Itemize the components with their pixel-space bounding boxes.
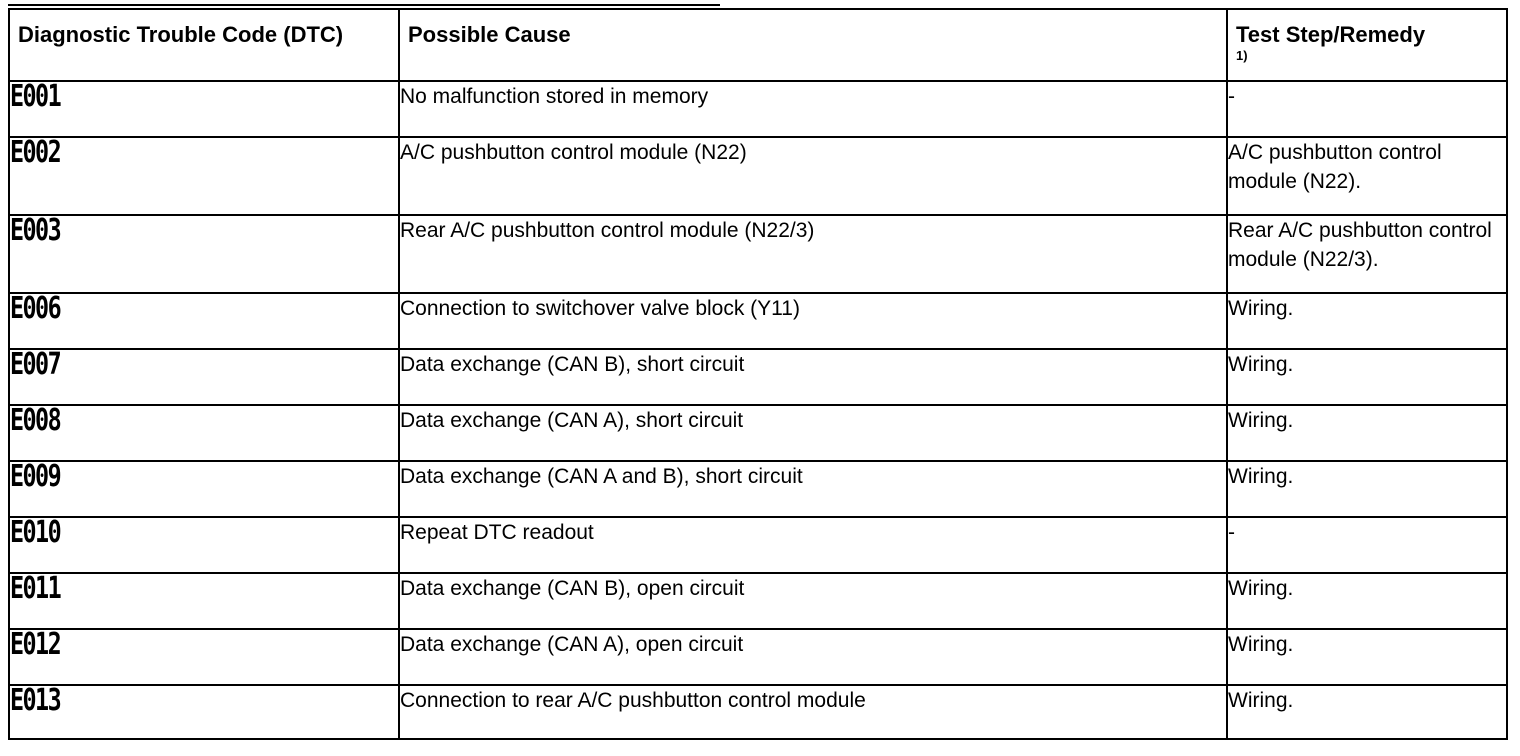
dtc-code: E006	[10, 291, 62, 326]
dtc-code-cell: E009	[8, 460, 398, 516]
dtc-code: E001	[10, 79, 62, 114]
test-step-remedy: Wiring.	[1226, 628, 1508, 684]
dtc-code-cell: E011	[8, 572, 398, 628]
dtc-code: E007	[10, 347, 62, 382]
dtc-code: E010	[10, 515, 62, 550]
dtc-code-cell: E013	[8, 684, 398, 740]
top-rule	[8, 4, 720, 6]
dtc-code: E013	[10, 683, 62, 718]
dtc-code: E009	[10, 459, 62, 494]
header-remedy-footnote: 1)	[1236, 48, 1248, 63]
table-row: E002 A/C pushbutton control module (N22)A…	[8, 136, 1508, 214]
possible-cause: Repeat DTC readout	[398, 516, 1226, 572]
header-remedy-label: Test Step/Remedy	[1236, 22, 1426, 47]
possible-cause: Data exchange (CAN B), open circuit	[398, 572, 1226, 628]
possible-cause: A/C pushbutton control module (N22)	[398, 136, 1226, 214]
dtc-code-cell: E010	[8, 516, 398, 572]
dtc-code: E011	[10, 571, 62, 606]
dtc-code-cell: E006	[8, 292, 398, 348]
test-step-remedy: Rear A/C pushbutton control module (N22/…	[1226, 214, 1508, 292]
test-step-remedy: -	[1226, 516, 1508, 572]
table-row: E010 Repeat DTC readout-	[8, 516, 1508, 572]
table-row: E006 Connection to switchover valve block…	[8, 292, 1508, 348]
dtc-code-cell: E012	[8, 628, 398, 684]
table-row: E013 Connection to rear A/C pushbutton co…	[8, 684, 1508, 740]
dtc-code: E012	[10, 627, 62, 662]
test-step-remedy: A/C pushbutton control module (N22).	[1226, 136, 1508, 214]
dtc-code-cell: E007	[8, 348, 398, 404]
dtc-code-cell: E008	[8, 404, 398, 460]
test-step-remedy: Wiring.	[1226, 684, 1508, 740]
table-row: E008 Data exchange (CAN A), short circuit…	[8, 404, 1508, 460]
possible-cause: Data exchange (CAN B), short circuit	[398, 348, 1226, 404]
dtc-code: E003	[10, 213, 62, 248]
table-row: E003 Rear A/C pushbutton control module (…	[8, 214, 1508, 292]
possible-cause: Data exchange (CAN A), open circuit	[398, 628, 1226, 684]
test-step-remedy: Wiring.	[1226, 404, 1508, 460]
possible-cause: Connection to switchover valve block (Y1…	[398, 292, 1226, 348]
dtc-code-cell: E003	[8, 214, 398, 292]
possible-cause: No malfunction stored in memory	[398, 80, 1226, 136]
header-row: Diagnostic Trouble Code (DTC) Possible C…	[8, 8, 1508, 80]
test-step-remedy: Wiring.	[1226, 572, 1508, 628]
dtc-table: Diagnostic Trouble Code (DTC) Possible C…	[8, 8, 1508, 740]
header-cause: Possible Cause	[398, 8, 1226, 80]
possible-cause: Data exchange (CAN A), short circuit	[398, 404, 1226, 460]
dtc-code: E002	[10, 135, 62, 170]
possible-cause: Data exchange (CAN A and B), short circu…	[398, 460, 1226, 516]
test-step-remedy: Wiring.	[1226, 460, 1508, 516]
dtc-code: E008	[10, 403, 62, 438]
test-step-remedy: -	[1226, 80, 1508, 136]
table-row: E007 Data exchange (CAN B), short circuit…	[8, 348, 1508, 404]
test-step-remedy: Wiring.	[1226, 348, 1508, 404]
test-step-remedy: Wiring.	[1226, 292, 1508, 348]
dtc-code-cell: E001	[8, 80, 398, 136]
table-row: E009 Data exchange (CAN A and B), short c…	[8, 460, 1508, 516]
table-row: E001 No malfunction stored in memory-	[8, 80, 1508, 136]
dtc-code-cell: E002	[8, 136, 398, 214]
possible-cause: Connection to rear A/C pushbutton contro…	[398, 684, 1226, 740]
possible-cause: Rear A/C pushbutton control module (N22/…	[398, 214, 1226, 292]
header-code: Diagnostic Trouble Code (DTC)	[8, 8, 398, 80]
